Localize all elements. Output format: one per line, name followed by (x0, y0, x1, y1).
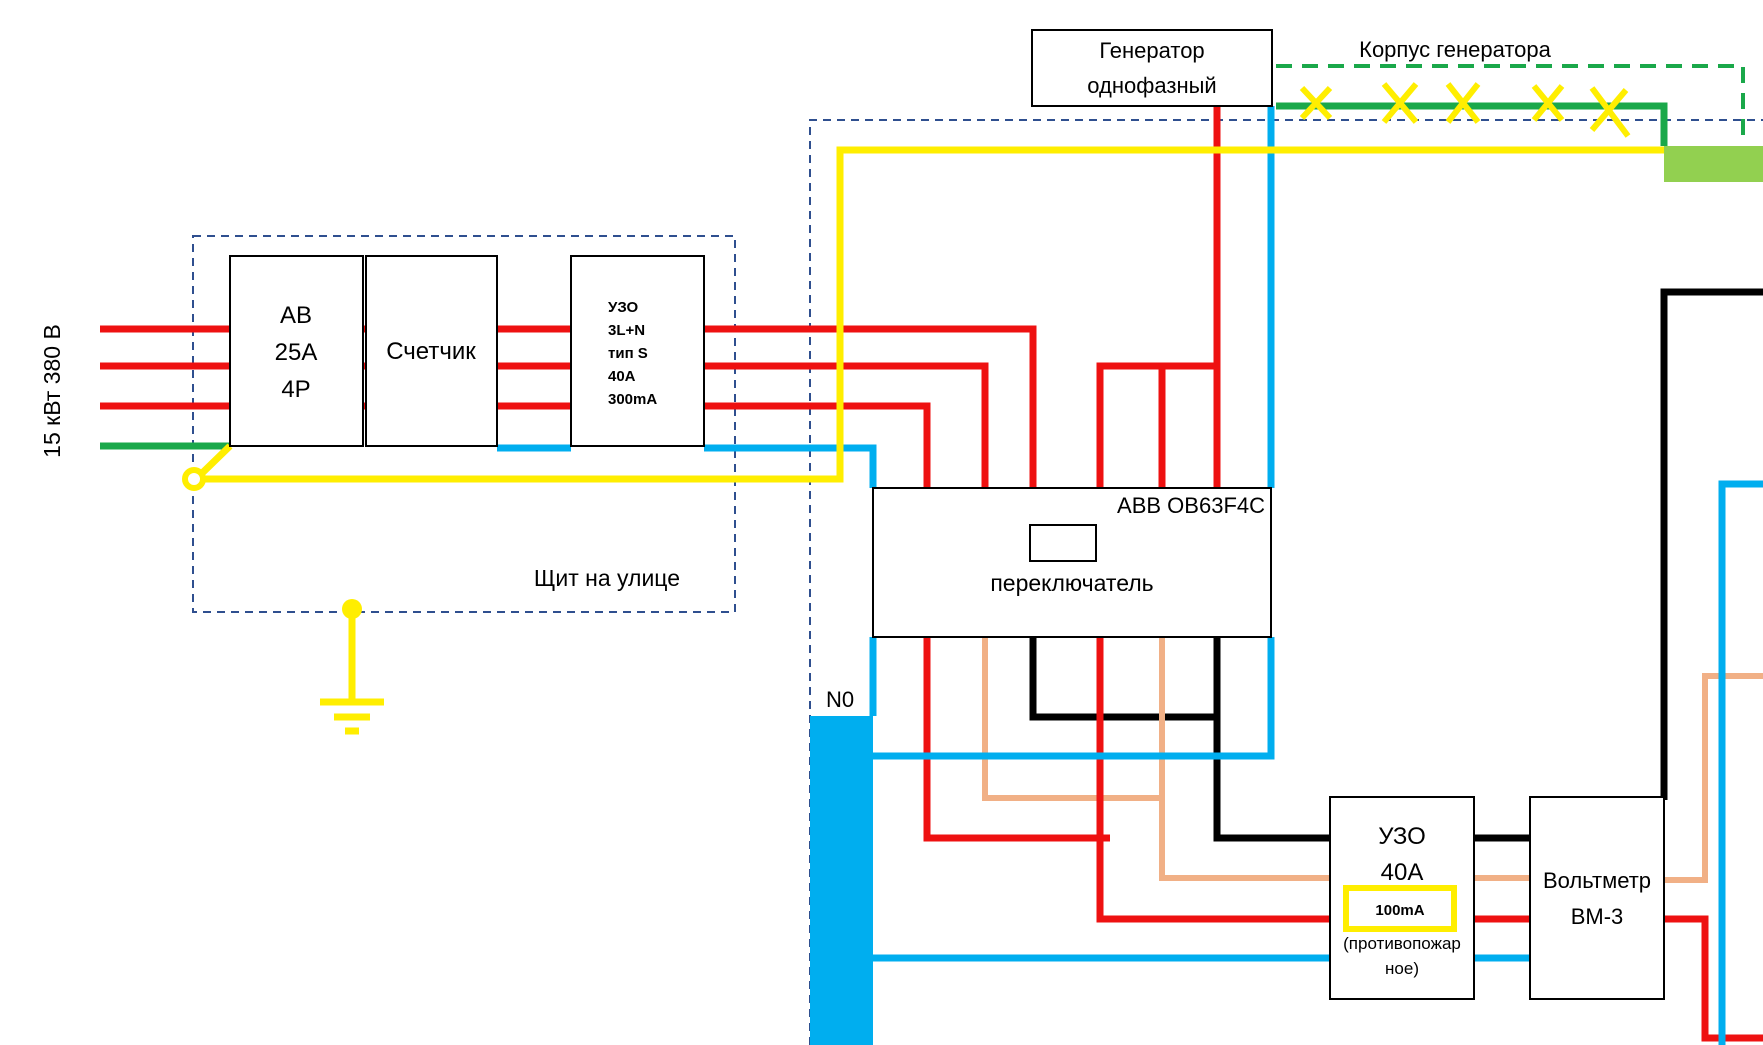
indoor-rcd-box (1329, 796, 1475, 1000)
indoor-rcd-rating: 100mA (1375, 902, 1424, 919)
voltmeter-box (1529, 796, 1665, 1000)
outdoor-rcd-label-5: 300mA (608, 391, 657, 408)
indoor-rcd-note-1: (противопожар (1343, 934, 1461, 953)
voltmeter-label-2: ВМ-3 (1571, 904, 1624, 929)
generator-label-2: однофазный (1087, 73, 1216, 98)
meter-box (365, 255, 498, 447)
switch-model-label: ABB OB63F4C (1117, 493, 1265, 518)
neutral-bus-bar (810, 716, 873, 1045)
cross-mark-icon (1299, 82, 1631, 138)
switch-label: переключатель (990, 570, 1153, 596)
generator-box (1031, 29, 1273, 107)
voltmeter-label-1: Вольтметр (1543, 868, 1651, 893)
outdoor-rcd-label-2: 3L+N (608, 322, 645, 339)
outdoor-rcd-label-4: 40А (608, 368, 636, 385)
generator-label-1: Генератор (1099, 38, 1204, 63)
indoor-rcd-label-2: 40А (1381, 859, 1424, 886)
pe-junction-dot (182, 467, 206, 491)
transfer-switch-box (872, 487, 1272, 638)
neutral-wires (497, 106, 1763, 1045)
indoor-rcd-rating-frame (1343, 885, 1457, 932)
breaker-label-3: 4Р (281, 376, 310, 403)
breaker-box (229, 255, 364, 447)
neutral-bus-label: N0 (826, 687, 854, 712)
meter-label: Счетчик (386, 338, 476, 365)
peach-wires (982, 637, 1763, 883)
outdoor-rcd-box (570, 255, 705, 447)
outdoor-rcd-label-1: УЗО (608, 299, 639, 316)
indoor-rcd-label-1: УЗО (1378, 823, 1426, 850)
phase-wires (100, 106, 1763, 1042)
ground-junction-dot (342, 599, 362, 619)
generator-housing-dashed-line (1276, 64, 1745, 135)
switch-handle (1029, 524, 1097, 562)
outdoor-rcd-label-3: тип S (608, 345, 648, 362)
outdoor-panel-frame (192, 235, 736, 613)
pe-bus-bar (1664, 146, 1763, 182)
breaker-label-1: АВ (280, 302, 312, 329)
ground-symbol-icon (320, 698, 384, 735)
supply-label: 15 кВт 380 В (39, 324, 65, 458)
breaker-label-2: 25А (275, 339, 318, 366)
generator-housing-label: Корпус генератора (1359, 37, 1552, 62)
indoor-rcd-note-2: ное) (1385, 959, 1419, 978)
outdoor-panel-label: Щит на улице (534, 565, 680, 591)
